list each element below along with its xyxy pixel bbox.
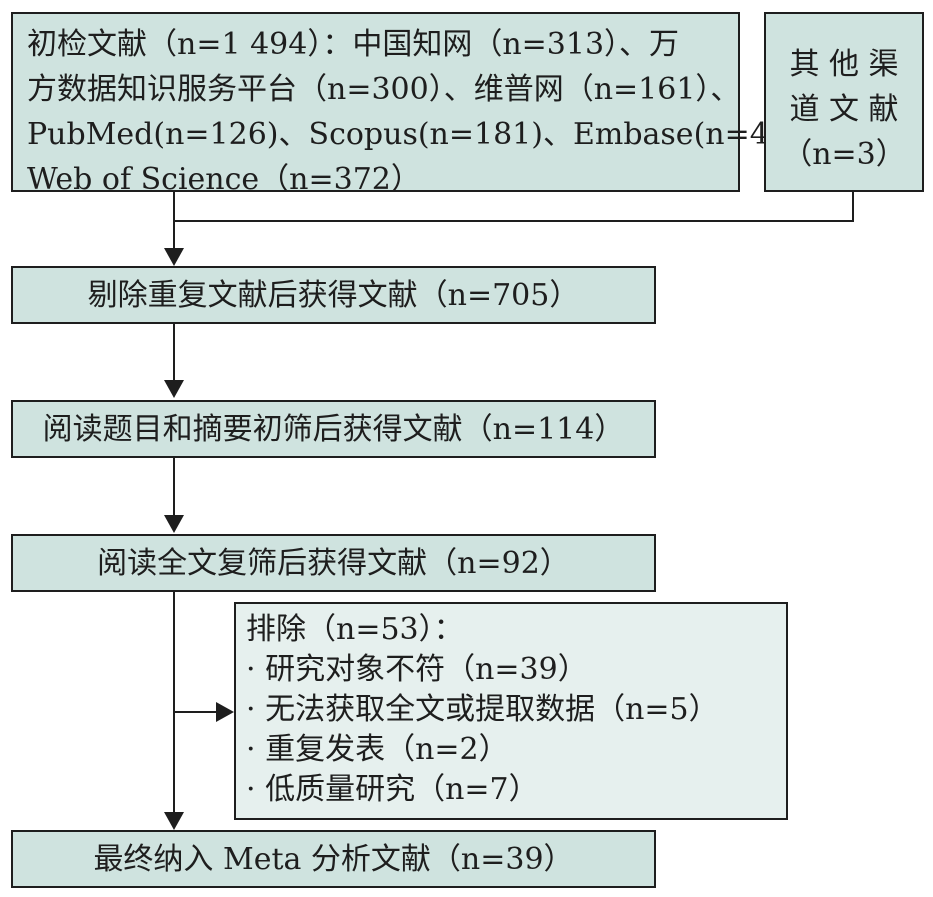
arrow-to-fulltext: [164, 515, 184, 533]
arrow-to-dedup: [164, 248, 184, 266]
exclusion-item: · 研究对象不符（n=39）: [246, 652, 588, 687]
fulltext-screen-box: 阅读全文复筛后获得文献（n=92）: [11, 534, 656, 592]
fulltext-screen-text: 阅读全文复筛后获得文献（n=92）: [97, 545, 570, 581]
exclusion-box: 排除（n=53）： · 研究对象不符（n=39） · 无法获取全文或提取数据（n…: [234, 602, 788, 820]
title-abstract-screen-box: 阅读题目和摘要初筛后获得文献（n=114）: [11, 400, 656, 458]
arrow-to-exclude: [216, 702, 234, 722]
initial-search-line-4: Web of Science（n=372）: [27, 162, 421, 197]
connector-screen-down: [173, 457, 175, 517]
connector-other-down: [852, 190, 854, 222]
dedup-box: 剔除重复文献后获得文献（n=705）: [11, 266, 656, 324]
connector-to-exclude: [173, 711, 218, 713]
other-sources-box: 其 他 渠 道 文 献 （n=3）: [764, 12, 924, 192]
exclusion-item: · 重复发表（n=2）: [246, 732, 509, 767]
arrow-to-final: [164, 812, 184, 830]
exclusion-item: · 无法获取全文或提取数据（n=5）: [246, 692, 719, 727]
arrow-to-screen: [164, 380, 184, 398]
title-abstract-screen-text: 阅读题目和摘要初筛后获得文献（n=114）: [42, 411, 625, 447]
connector-dedup-down: [173, 322, 175, 382]
initial-search-line-2: 方数据知识服务平台（n=300）、维普网（n=161）、: [27, 72, 741, 107]
connector-fulltext-down: [173, 590, 175, 814]
exclusion-title: 排除（n=53）：: [246, 612, 464, 647]
initial-search-box: 初检文献（n=1 494）：中国知网（n=313）、万 方数据知识服务平台（n=…: [11, 12, 830, 197]
other-sources-line-1: 其 他 渠: [789, 47, 899, 82]
exclusion-item: · 低质量研究（n=7）: [246, 772, 539, 807]
other-sources-line-3: （n=3）: [782, 137, 906, 172]
connector-merge-down: [173, 220, 175, 250]
other-sources-line-2: 道 文 献: [789, 92, 899, 127]
connector-merge-horizontal: [173, 220, 854, 222]
final-included-text: 最终纳入 Meta 分析文献（n=39）: [93, 841, 574, 877]
dedup-text: 剔除重复文献后获得文献（n=705）: [87, 277, 580, 313]
connector-initial-down: [173, 190, 175, 222]
initial-search-line-1: 初检文献（n=1 494）：中国知网（n=313）、万: [27, 27, 680, 62]
final-included-box: 最终纳入 Meta 分析文献（n=39）: [11, 830, 656, 888]
initial-search-line-3: PubMed(n=126)、Scopus(n=181)、Embase(n=41)…: [27, 117, 830, 152]
